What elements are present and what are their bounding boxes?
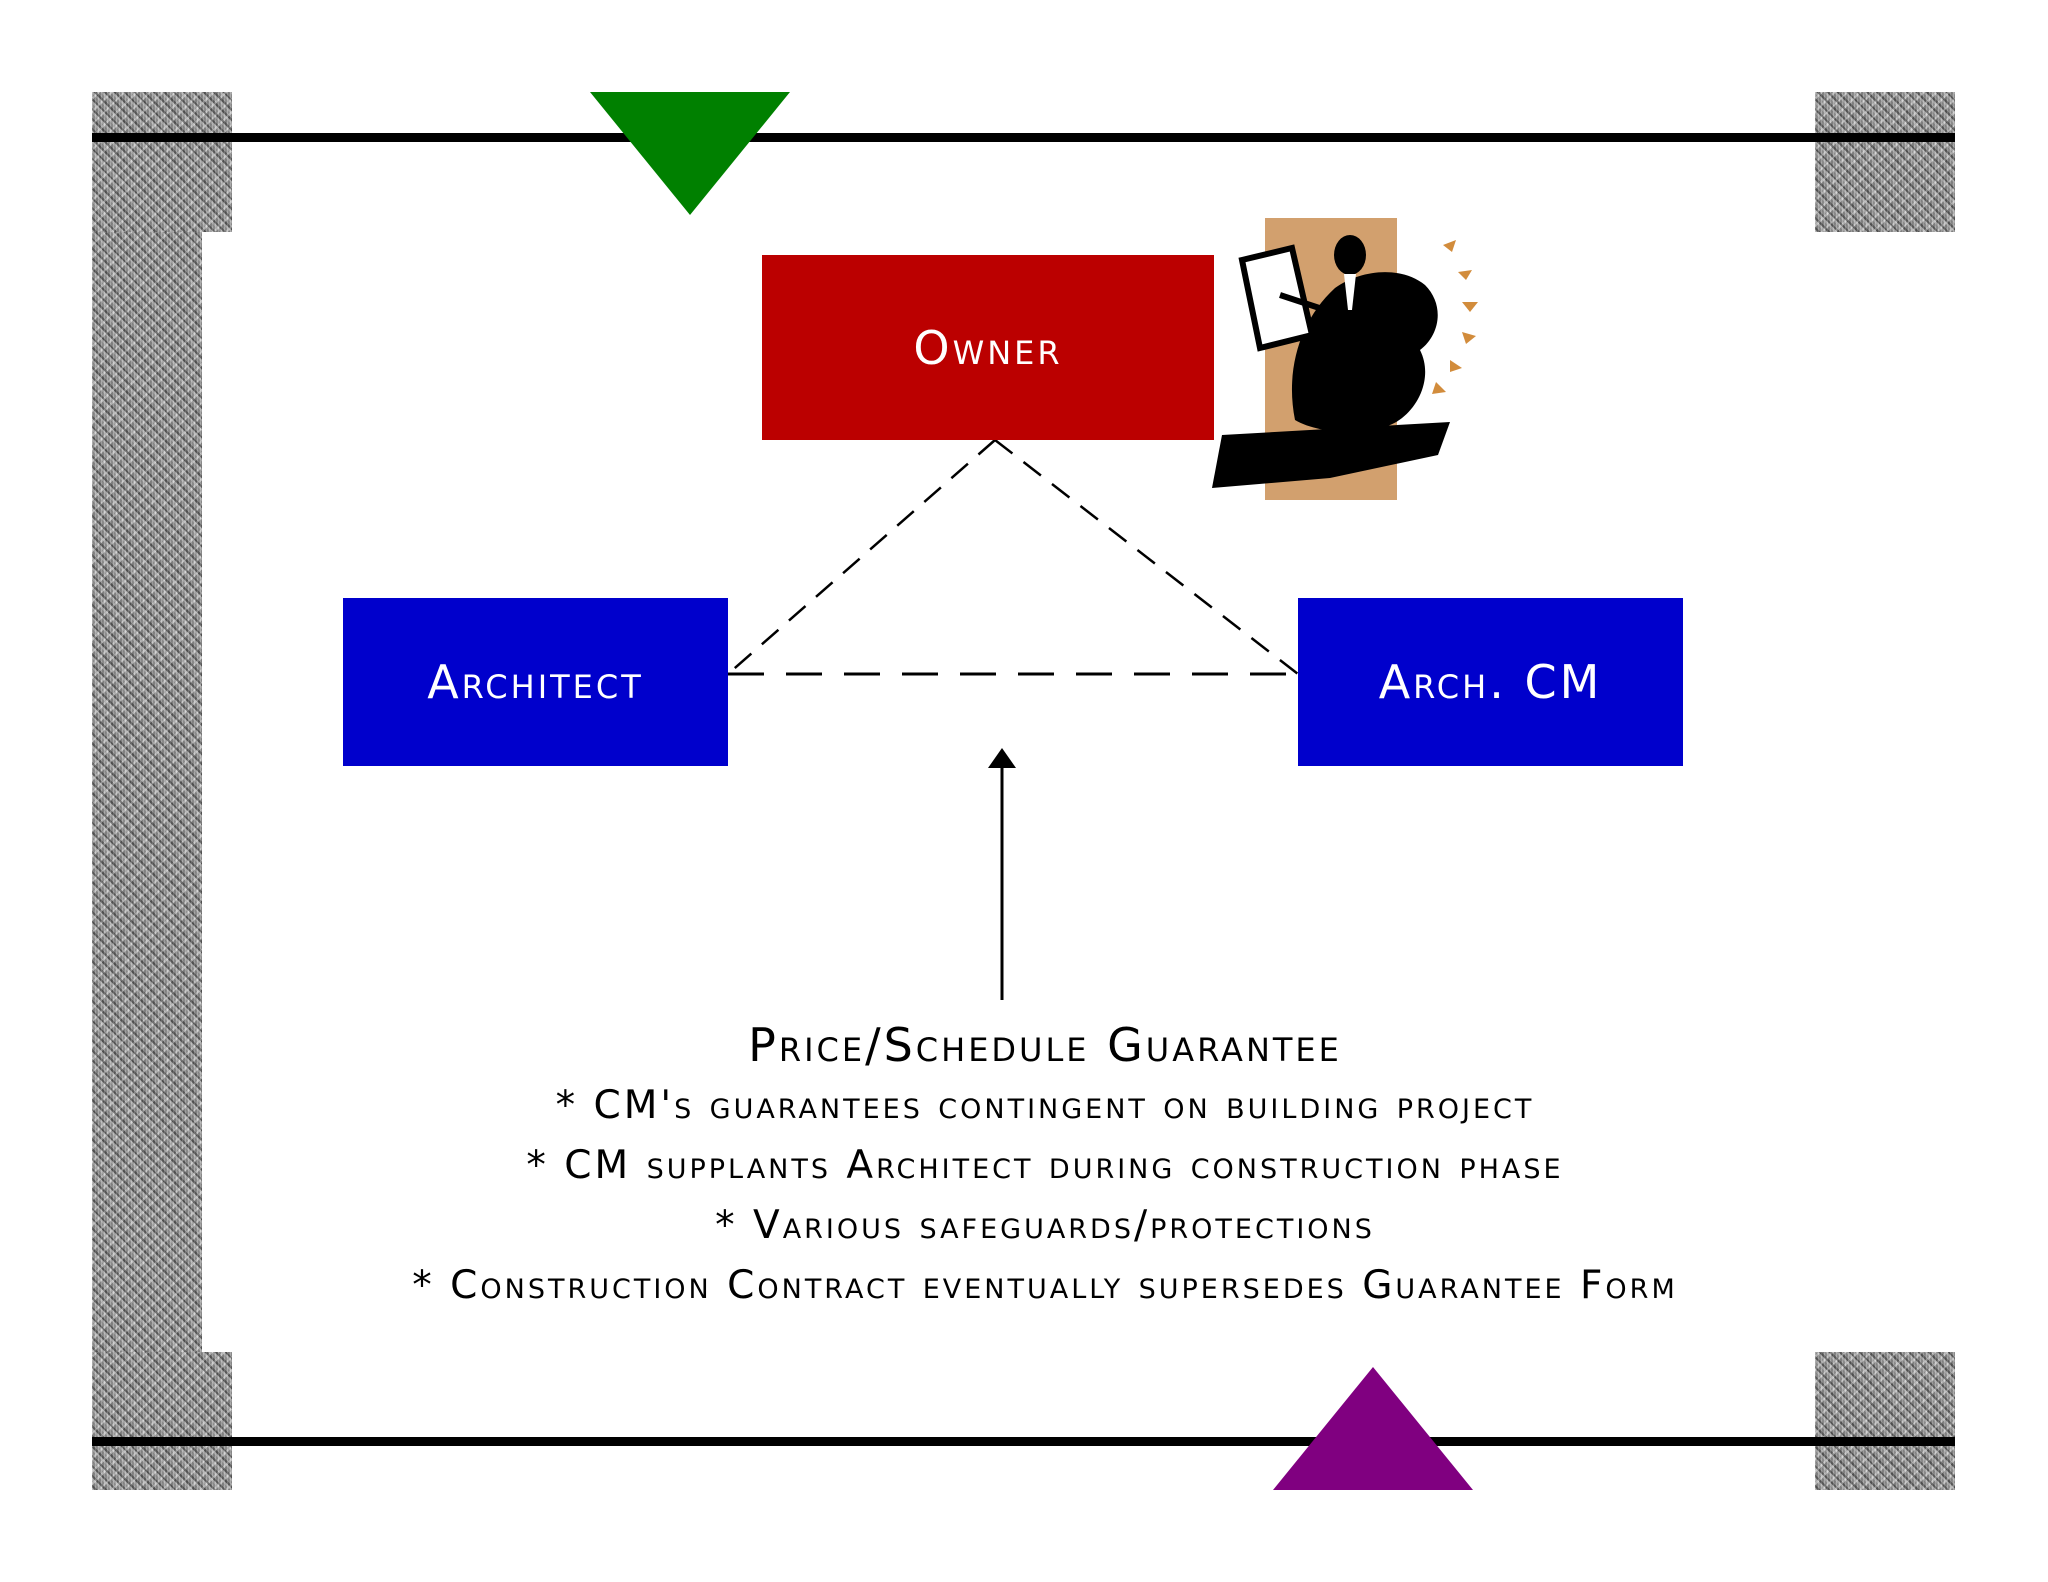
guarantee-title: Price/Schedule Guarantee (748, 1018, 1342, 1072)
clipart-chart-board (1238, 244, 1316, 352)
businessman-presenting-icon (1212, 218, 1478, 500)
guarantee-bullet-1: * CM's guarantees contingent on building… (555, 1083, 1535, 1128)
granite-corner-bottom-right (1815, 1352, 1955, 1490)
owner-archcm-dashed-connector (994, 439, 1299, 675)
owner-label: Owner (913, 320, 1063, 375)
guarantee-bullet-2: * CM supplants Architect during construc… (526, 1143, 1564, 1188)
arch-cm-label: Arch. CM (1378, 655, 1603, 709)
guarantee-bullet-3: * Various safeguards/protections (715, 1203, 1375, 1248)
granite-corner-bottom-left (92, 1352, 232, 1490)
guarantee-arrowhead-icon (988, 748, 1016, 768)
green-down-triangle-icon (590, 92, 790, 215)
granite-corner-top-left (92, 92, 232, 232)
owner-box: Owner (762, 255, 1214, 440)
clipart-podium (1212, 422, 1450, 488)
architect-box: Architect (343, 598, 728, 766)
clipart-head (1334, 235, 1366, 275)
clipart-pointer (1279, 292, 1381, 331)
architect-label: Architect (427, 655, 644, 709)
purple-up-triangle-icon (1273, 1367, 1473, 1490)
top-rule (92, 133, 1955, 142)
clipart-shirt (1344, 274, 1356, 310)
guarantee-bullet-4: * Construction Contract eventually super… (412, 1263, 1678, 1308)
arch-cm-box: Arch. CM (1298, 598, 1683, 766)
bottom-rule (92, 1437, 1955, 1446)
owner-architect-dashed-connector (727, 439, 996, 675)
granite-corner-top-right (1815, 92, 1955, 232)
clipart-emphasis-rays (1432, 240, 1478, 394)
guarantee-notes: Price/Schedule Guarantee * CM's guarante… (200, 1018, 1890, 1316)
granite-frame-left (92, 92, 202, 1490)
